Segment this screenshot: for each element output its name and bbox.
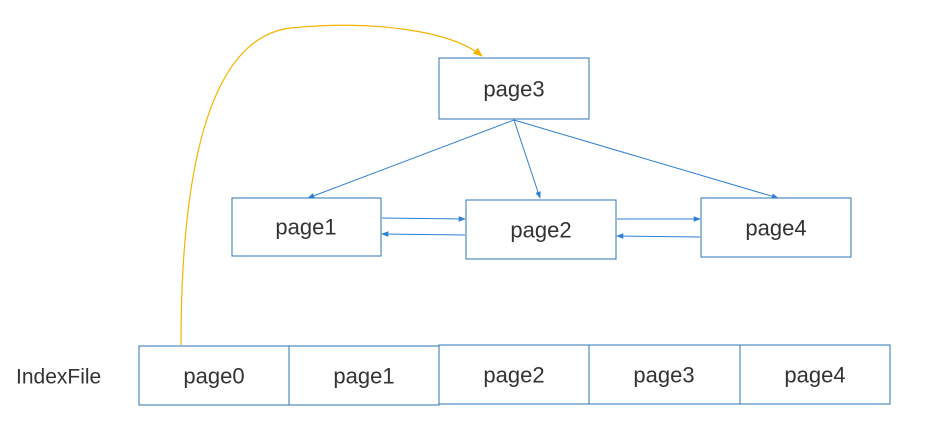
tree-node-label: page2 (510, 218, 571, 243)
tree-node-label: page1 (275, 215, 336, 240)
index-file-cell-label: page0 (183, 364, 244, 389)
tree-node-label: page3 (483, 77, 544, 102)
index-file-cell-label: page1 (333, 364, 394, 389)
root-pointer-arrow (180, 24, 483, 346)
index-file-cell: page2 (438, 344, 590, 405)
tree-node-child: page1 (231, 197, 382, 257)
tree-node-label: page4 (745, 216, 806, 241)
index-file-cell-label: page4 (784, 363, 845, 388)
tree-node-child: page4 (700, 197, 852, 258)
index-file-cell: page4 (739, 344, 891, 405)
edge-page3-to-page1 (307, 119, 515, 199)
index-file-cell: page0 (138, 345, 290, 406)
edge-page3-to-page2 (513, 119, 541, 199)
edge-page2-to-page1 (381, 231, 466, 237)
edge-page1-to-page2 (381, 216, 466, 222)
tree-node-child: page2 (465, 199, 617, 260)
tree-node-root: page3 (438, 57, 590, 120)
index-file-cell: page3 (588, 344, 741, 405)
index-file-cell-label: page3 (633, 363, 694, 388)
edge-page4-to-page2 (616, 233, 701, 239)
index-file-cell: page1 (288, 345, 440, 406)
index-file-cell-label: page2 (483, 363, 544, 388)
edge-page3-to-page4 (513, 119, 779, 199)
index-file-label: IndexFile (16, 366, 101, 389)
